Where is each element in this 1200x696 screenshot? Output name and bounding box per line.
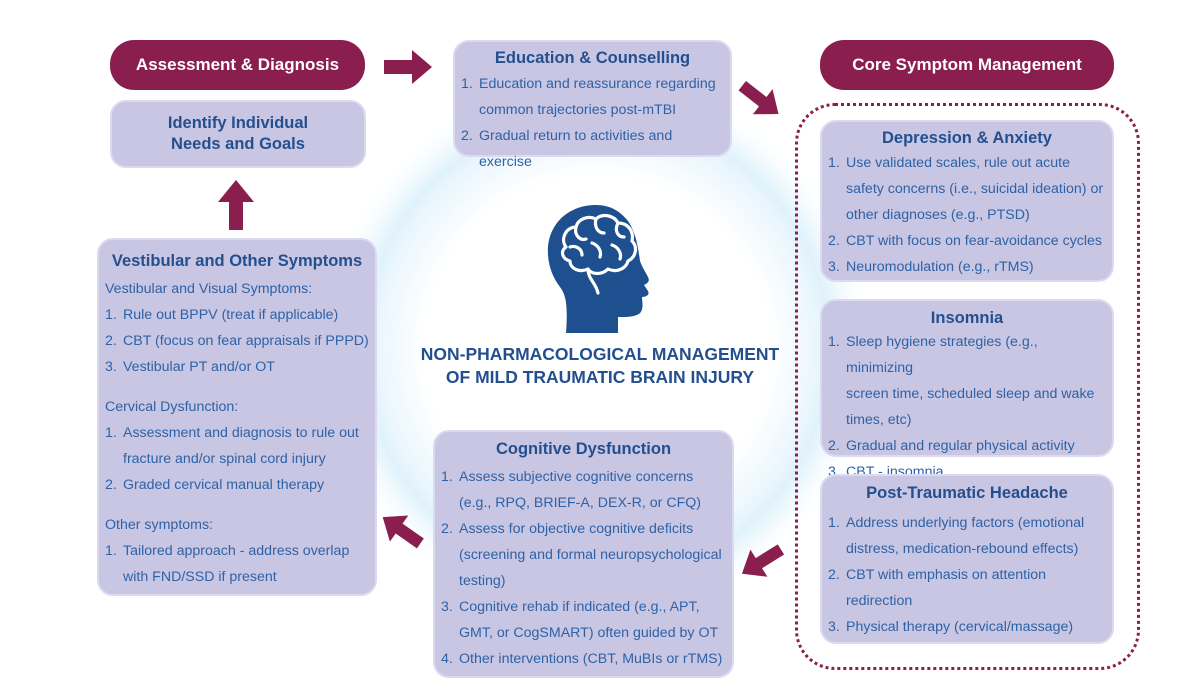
headache-title: Post-Traumatic Headache <box>866 484 1068 502</box>
vestibular-section-heading: Vestibular and Visual Symptoms: <box>105 281 313 297</box>
education-counselling-box: Education & Counselling 1.Education and … <box>453 40 732 170</box>
depression-title: Depression & Anxiety <box>882 129 1052 147</box>
insomnia-list: 1.Sleep hygiene strategies (e.g., minimi… <box>828 329 1106 485</box>
list-item: 2.CBT (focus on fear appraisals if PPPD) <box>105 333 369 349</box>
list-item: 4.Other interventions (CBT, MuBIs or rTM… <box>441 651 723 667</box>
list-item: 1.Sleep hygiene strategies (e.g., minimi… <box>828 334 1095 428</box>
list-item: 2.CBT with focus on fear-avoidance cycle… <box>828 233 1103 249</box>
headache-box: Post-Traumatic Headache 1.Address underl… <box>820 474 1114 644</box>
cervical-section-heading: Cervical Dysfunction: <box>105 399 239 415</box>
list-item: 1.Rule out BPPV (treat if applicable) <box>105 307 339 323</box>
list-item: 3.Cognitive rehab if indicated (e.g., AP… <box>441 599 719 641</box>
core-symptom-dotted-border <box>795 103 1140 670</box>
other-section-heading: Other symptoms: <box>105 517 214 533</box>
list-item: 2.Gradual return to activities and exerc… <box>461 128 673 170</box>
identify-line1: Identify Individual <box>167 114 309 132</box>
arrow-down-right-icon <box>738 80 779 115</box>
center-title: NON-PHARMACOLOGICAL MANAGEMENT OF MILD T… <box>395 343 805 389</box>
insomnia-box: Insomnia 1.Sleep hygiene strategies (e.g… <box>820 299 1114 480</box>
head-brain-icon <box>547 205 649 333</box>
assessment-diagnosis-pill: Assessment & Diagnosis <box>110 40 365 90</box>
cognitive-title: Cognitive Dysfunction <box>495 440 672 458</box>
list-item: 3.Neuromodulation (e.g., rTMS) <box>828 259 1034 275</box>
list-item: 3.Vestibular PT and/or OT <box>105 359 275 375</box>
arrow-right-icon <box>384 50 432 84</box>
list-item: 2.Graded cervical manual therapy <box>105 477 325 493</box>
identify-line2: Needs and Goals <box>171 135 305 153</box>
education-title: Education & Counselling <box>494 49 691 67</box>
vestibular-title: Vestibular and Other Symptoms <box>111 252 363 270</box>
cognitive-list: 1.Assess subjective cognitive concerns(e… <box>441 464 726 672</box>
core-title: Core Symptom Management <box>852 55 1082 74</box>
depression-anxiety-box: Depression & Anxiety 1.Use validated sca… <box>820 120 1114 282</box>
list-item: 2.Assess for objective cognitive deficit… <box>441 521 722 589</box>
list-item: 3.Physical therapy (cervical/massage) <box>828 619 1074 635</box>
identify-needs-box: Identify Individual Needs and Goals <box>110 100 366 168</box>
vestibular-list: 1.Rule out BPPV (treat if applicable) 2.… <box>105 302 369 380</box>
assessment-title: Assessment & Diagnosis <box>135 55 340 74</box>
insomnia-title: Insomnia <box>930 309 1004 327</box>
vestibular-box: Vestibular and Other Symptoms Vestibular… <box>97 238 377 596</box>
core-symptom-pill: Core Symptom Management <box>820 40 1114 90</box>
list-item: 1.Assess subjective cognitive concerns(e… <box>441 469 702 511</box>
list-item: 2.Gradual and regular physical activity <box>828 438 1075 454</box>
cognitive-dysfunction-box: Cognitive Dysfunction 1.Assess subjectiv… <box>433 430 734 678</box>
arrow-down-left-icon <box>741 544 785 577</box>
center-title-line2: OF MILD TRAUMATIC BRAIN INJURY <box>445 367 755 387</box>
center-title-line1: NON-PHARMACOLOGICAL MANAGEMENT <box>420 344 780 364</box>
arrow-up-icon <box>218 180 254 230</box>
arrow-up-left-icon <box>382 515 424 549</box>
